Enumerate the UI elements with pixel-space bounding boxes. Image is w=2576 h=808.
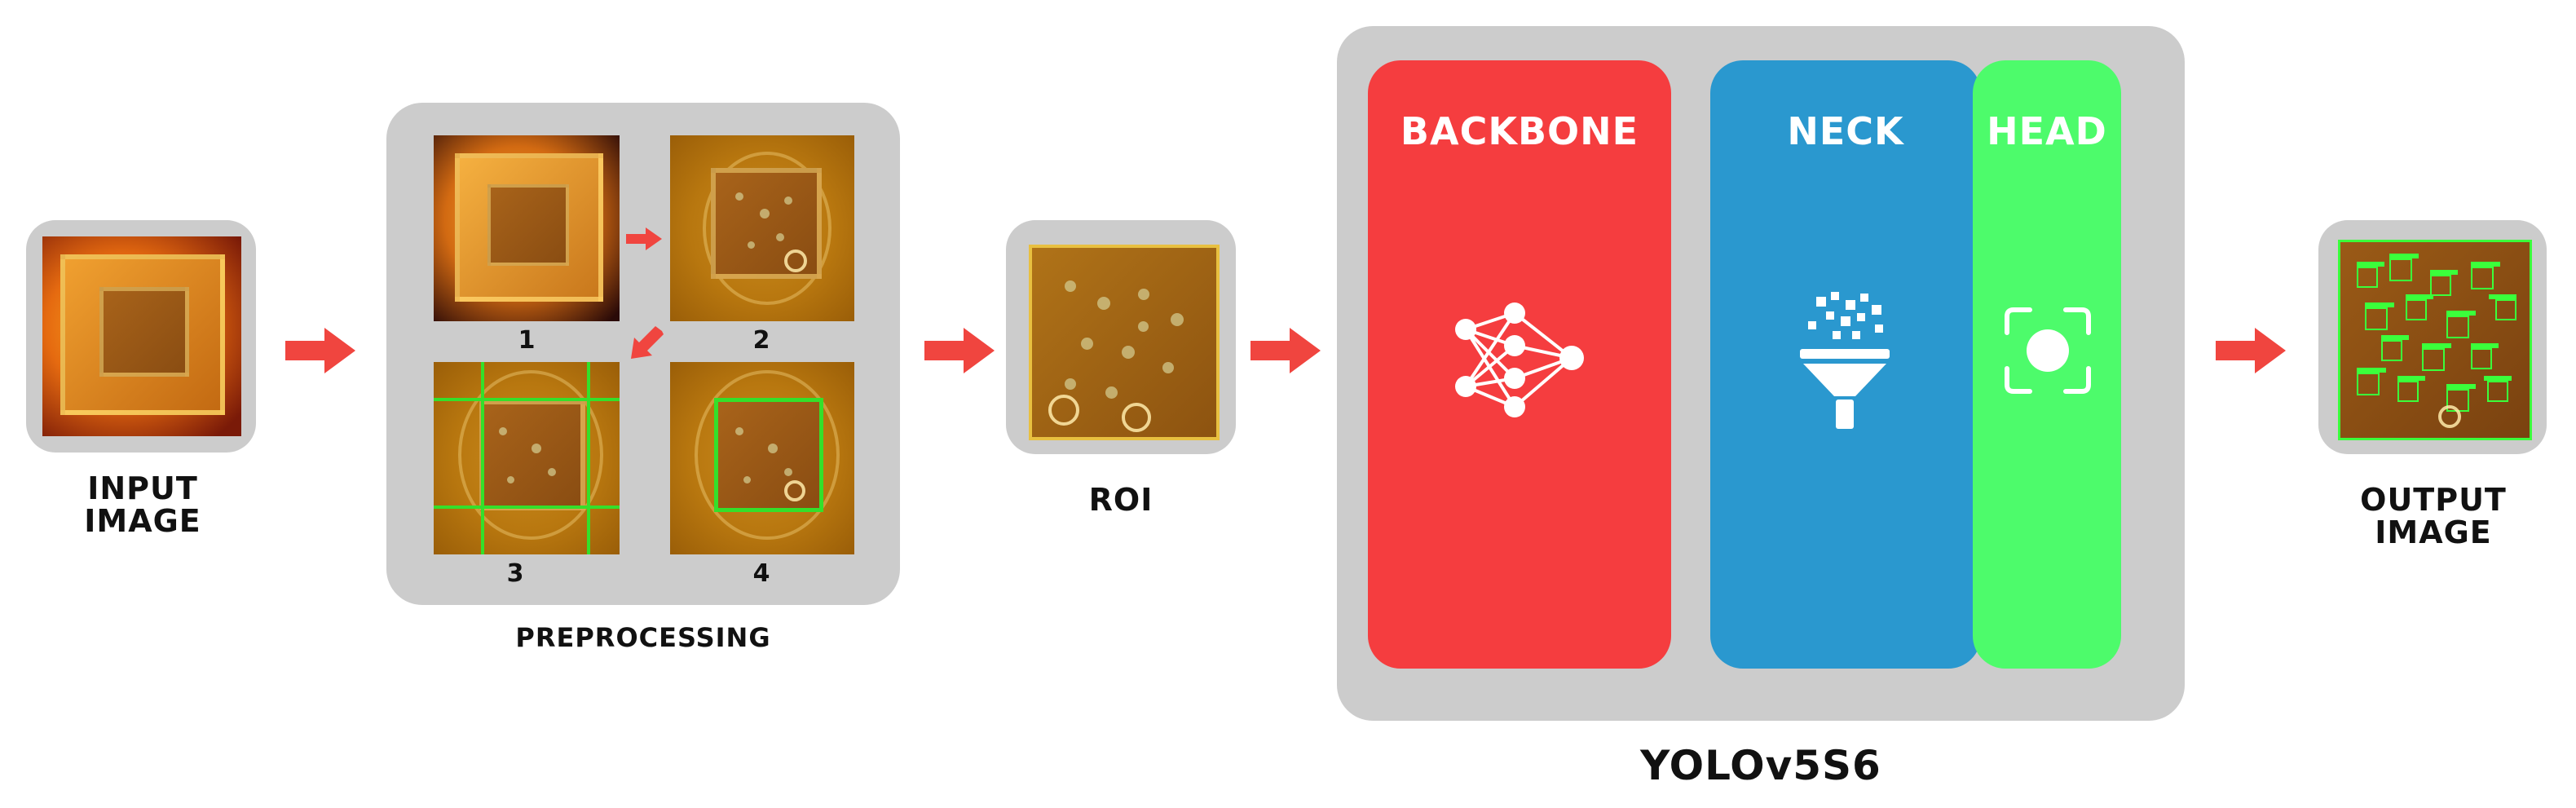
neural-network-icon xyxy=(1455,302,1584,417)
step-3-number: 3 xyxy=(506,559,524,588)
step-2-colonies xyxy=(670,135,854,321)
crop-guide-line xyxy=(434,506,620,509)
neck-title: NECK xyxy=(1787,109,1904,153)
crop-guide-line xyxy=(587,362,590,554)
arrow-right-icon xyxy=(626,227,662,250)
roi-colonies xyxy=(1032,248,1216,437)
step-2-number: 2 xyxy=(752,326,770,355)
backbone-title: BACKBONE xyxy=(1400,109,1639,153)
output-image xyxy=(2338,240,2532,440)
head-title: HEAD xyxy=(1987,109,2107,153)
step-4-number: 4 xyxy=(752,559,770,588)
output-image-label-2: IMAGE xyxy=(2375,514,2492,550)
focus-icon xyxy=(2005,307,2091,394)
step-1-number: 1 xyxy=(518,326,536,355)
step-3-image xyxy=(434,362,620,554)
arrow-right-icon xyxy=(631,326,664,359)
step-2-image xyxy=(670,135,854,321)
preprocessing-label: PREPROCESSING xyxy=(515,622,771,653)
step-1-image xyxy=(434,135,620,321)
crop-guide-line xyxy=(434,398,620,401)
roi-image xyxy=(1029,245,1220,440)
arrow-right-icon xyxy=(2216,328,2286,373)
step-3-colonies xyxy=(434,362,620,554)
funnel-icon xyxy=(1800,292,1890,429)
roi-label: ROI xyxy=(1088,482,1153,518)
arrow-right-icon xyxy=(1251,328,1321,373)
backbone-panel: BACKBONE xyxy=(1368,60,1671,669)
step-4-image xyxy=(670,362,854,554)
neck-panel: NECK xyxy=(1710,60,1981,669)
input-image-label-2: IMAGE xyxy=(84,503,201,539)
step-4-colonies xyxy=(670,362,854,554)
head-panel: HEAD xyxy=(1973,60,2121,669)
input-image-label-1: INPUT xyxy=(87,470,198,506)
crop-guide-line xyxy=(481,362,484,554)
arrow-right-icon xyxy=(285,328,355,373)
input-image xyxy=(42,236,241,436)
output-image-label-1: OUTPUT xyxy=(2360,482,2507,518)
yolo-label: YOLOv5S6 xyxy=(1640,742,1881,789)
arrow-right-icon xyxy=(924,328,995,373)
